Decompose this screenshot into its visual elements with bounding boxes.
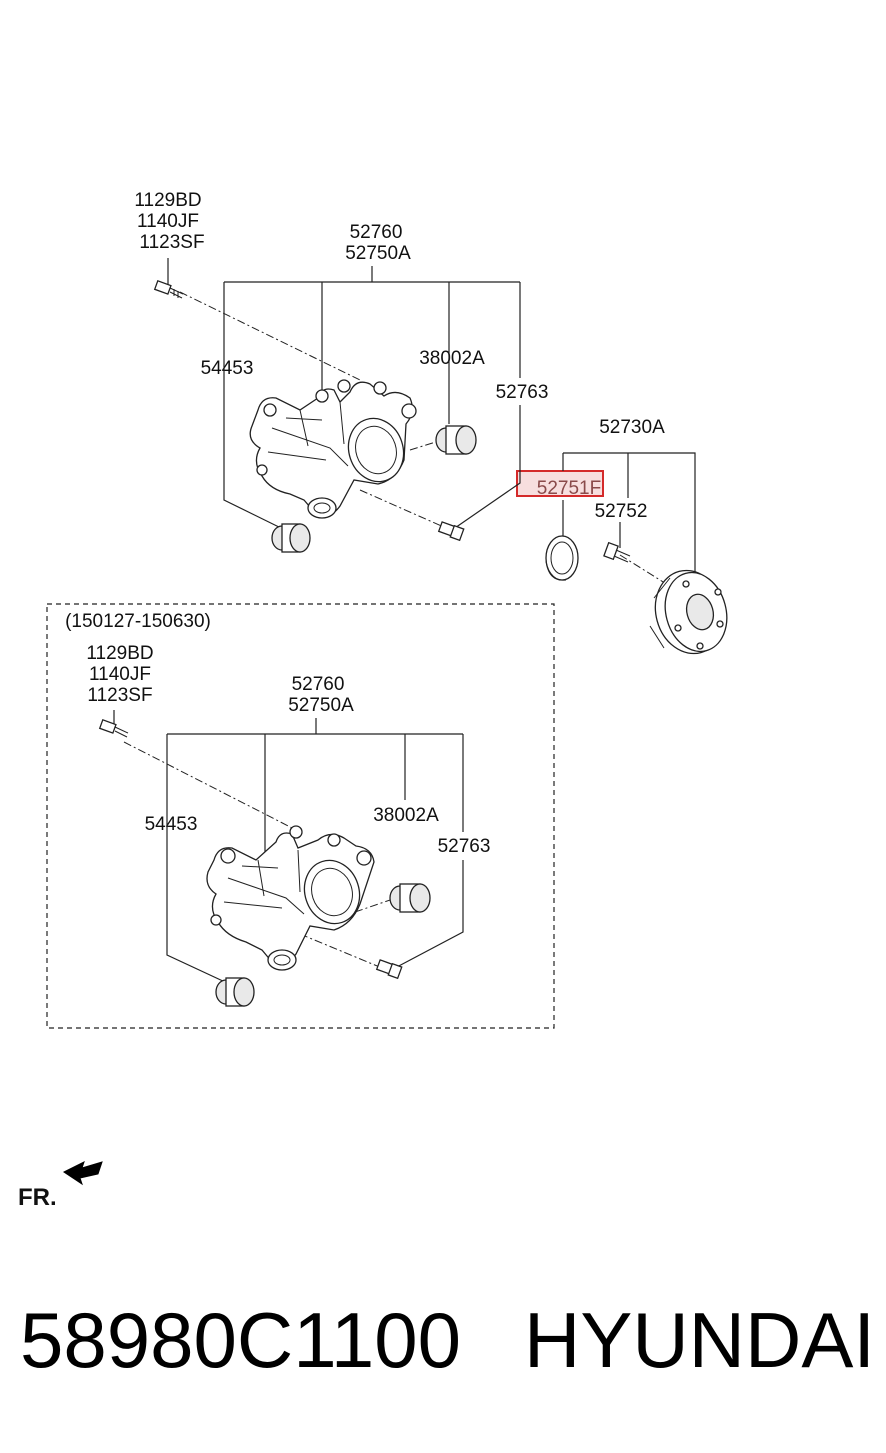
label-variant-bolt-code-2: 1140JF xyxy=(89,664,151,685)
snap-ring-part xyxy=(545,535,579,581)
brand-name: HYUNDAI xyxy=(524,1296,876,1384)
footer: 58980C1100 HYUNDAI xyxy=(0,1290,886,1400)
variant-bolt-right-part xyxy=(375,959,403,980)
variant-box: (150127-150630) 1129BD 1140JF 1123SF 527… xyxy=(46,603,555,1029)
label-bolt-code-3: 1123SF xyxy=(139,232,204,253)
variant-bolt-part xyxy=(98,719,129,738)
hub-bolt-part xyxy=(603,541,631,563)
label-variant-bushing-left: 54453 xyxy=(145,814,198,835)
label-variant-bushing-right: 38002A xyxy=(373,805,439,826)
label-highlighted-part: 52751F xyxy=(537,478,601,499)
label-bolt-code-2: 1140JF xyxy=(137,211,199,232)
front-indicator: FR. xyxy=(18,1161,103,1211)
label-knuckle-code-1: 52760 xyxy=(350,222,403,243)
label-date-range: (150127-150630) xyxy=(65,611,211,632)
highlight-box[interactable] xyxy=(516,470,604,497)
bolt-part xyxy=(153,280,184,299)
variant-axis-bushing xyxy=(354,897,397,913)
label-variant-knuckle-code-2: 52750A xyxy=(288,695,354,716)
label-bushing-left: 54453 xyxy=(201,358,254,379)
label-bolt-code-1: 1129BD xyxy=(134,190,201,211)
variant-bushing-left-part xyxy=(215,977,255,1007)
variant-axis-lower xyxy=(299,933,383,969)
variant-bushing-right-part xyxy=(389,883,431,913)
label-variant-bolt-right: 52763 xyxy=(438,836,491,857)
label-hub-assembly: 52730A xyxy=(599,417,665,438)
label-knuckle-code-2: 52750A xyxy=(345,243,411,264)
label-bolt-right: 52763 xyxy=(496,382,549,403)
leader-knuckle-bracket xyxy=(223,266,521,531)
bolt-right-part xyxy=(437,521,465,542)
front-arrow-icon xyxy=(63,1161,103,1186)
bushing-left-part xyxy=(271,523,311,553)
main-assembly: 1129BD 1140JF 1123SF 52760 52750A 54453 … xyxy=(134,190,728,655)
variant-leader-bracket xyxy=(166,718,464,983)
leader-hub-bracket xyxy=(562,452,696,575)
part-number: 58980C1100 xyxy=(20,1296,461,1384)
label-hub-bolt: 52752 xyxy=(595,501,648,522)
variant-knuckle-part xyxy=(206,825,375,971)
label-variant-knuckle-code-1: 52760 xyxy=(292,674,345,695)
bushing-right-part xyxy=(435,425,477,455)
axis-line-lower xyxy=(359,489,447,529)
label-variant-bolt-code-1: 1129BD xyxy=(86,643,153,664)
label-variant-bolt-code-3: 1123SF xyxy=(87,685,152,706)
axis-line-bolt xyxy=(179,291,361,381)
label-bushing-right: 38002A xyxy=(419,348,485,369)
variant-axis-bolt xyxy=(123,741,301,833)
knuckle-part xyxy=(249,379,417,519)
variant-border xyxy=(46,603,555,1029)
label-front: FR. xyxy=(18,1184,57,1211)
axis-line-hub xyxy=(619,554,669,586)
hub-part xyxy=(649,569,728,655)
